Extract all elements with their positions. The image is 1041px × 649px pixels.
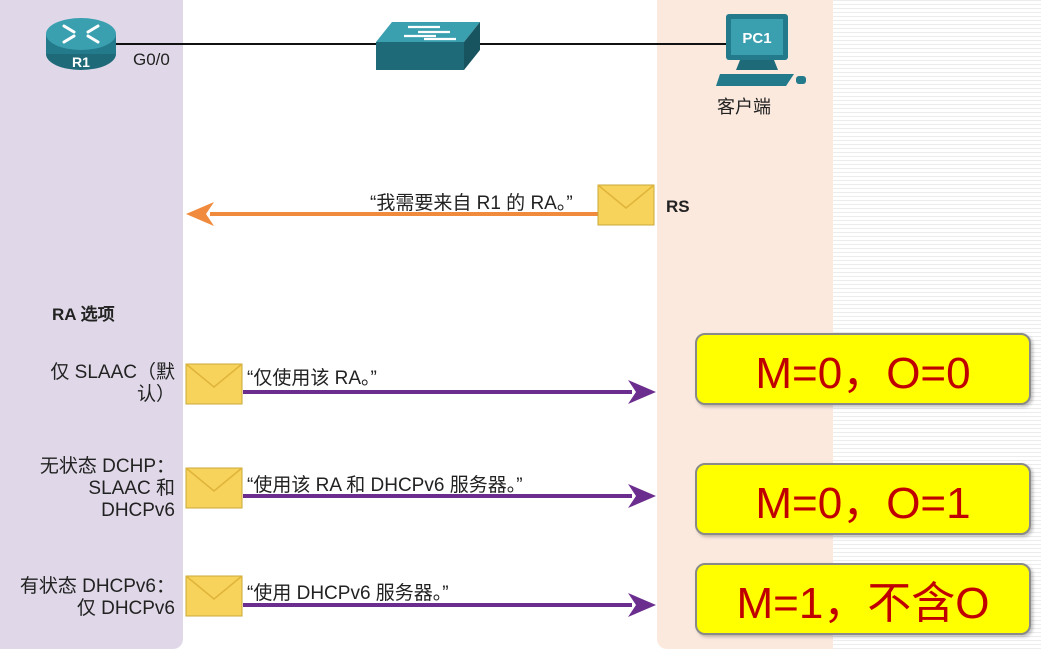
envelope-icon [185,363,243,405]
router-label: R1 [72,54,90,70]
router-lane [0,0,183,649]
option-3-quote: “使用 DHCPv6 服务器。” [247,583,449,604]
pc-icon: PC1 [716,14,806,86]
option-1-quote: “仅使用该 RA。” [247,368,377,389]
flags-box-1: M=0，O=0 [695,333,1031,405]
option-2-quote: “使用该 RA 和 DHCPv6 服务器。” [247,475,523,496]
switch-icon [376,22,480,70]
envelope-icon [185,575,243,617]
envelope-icon [185,467,243,509]
ra-options-heading: RA 选项 [52,305,115,324]
background-stripes [832,0,1041,649]
client-label: 客户端 [717,97,771,117]
option-2-label: 无状态 DCHP： SLAAC 和 DHCPv6 [39,456,175,521]
pc-label: PC1 [742,30,771,47]
envelope-icon [597,184,655,226]
flags-box-2: M=0，O=1 [695,463,1031,535]
option-1-label: 仅 SLAAC（默 认） [50,362,175,405]
flags-box-3: M=1，不含O [695,563,1031,635]
interface-label: G0/0 [133,50,170,69]
client-lane [657,0,833,649]
rs-tag: RS [666,197,690,216]
router-icon: R1 [46,18,116,70]
rs-quote: “我需要来自 R1 的 RA。” [370,193,573,214]
option-3-label: 有状态 DHCPv6： 仅 DHCPv6 [19,576,175,619]
